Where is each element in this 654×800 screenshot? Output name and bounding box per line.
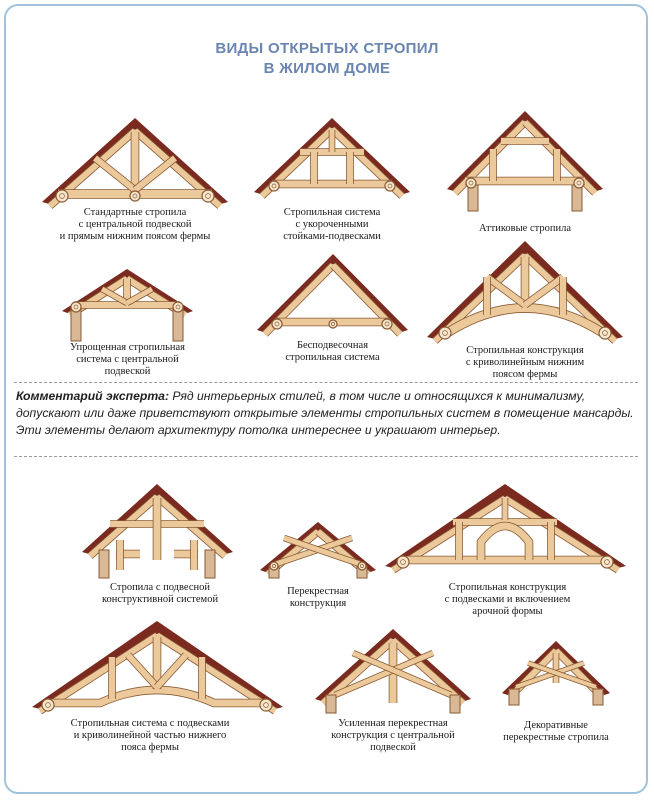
chang-curved-chord: [50, 686, 264, 707]
arch-log-right-ring: [604, 559, 610, 565]
curvedc-strut-left: [485, 274, 527, 308]
truss-decorative-cross: [502, 641, 610, 706]
page-title-line-1: ВИДЫ ОТКРЫТЫХ СТРОПИЛ: [215, 40, 439, 57]
truss-standard: [42, 118, 228, 209]
arch-log-left-ring: [400, 559, 406, 565]
rcross-wall-right: [449, 694, 461, 714]
truss-arched: [385, 484, 626, 574]
rcross-wall-left: [325, 694, 337, 714]
dcross-wall-left: [508, 688, 520, 706]
short-log-left-ring: [271, 183, 277, 189]
attic-log-right-ring: [576, 180, 582, 186]
curvedc-log-right: [598, 326, 612, 340]
expert-comment-label: Комментарий эксперта:: [16, 389, 169, 403]
nohang-log-right-ring: [384, 321, 390, 327]
simple-strut-right: [125, 286, 154, 306]
cross-log-left-ring: [272, 564, 276, 568]
chang-log-left: [41, 698, 55, 712]
simple-log-right: [172, 301, 184, 313]
arch-arc: [477, 522, 533, 560]
chang-log-right-ring: [263, 702, 269, 708]
chang-log-right: [259, 698, 273, 712]
simple-wall-right: [172, 308, 184, 342]
standard-strut-left: [93, 155, 137, 193]
standard-log-right: [201, 189, 215, 203]
truss-simplified: [62, 269, 193, 342]
susp-wall-left: [98, 549, 110, 579]
curvedc-log-left-ring: [442, 330, 448, 336]
nohang-log-right: [381, 318, 393, 330]
standard-strut-right: [133, 155, 177, 193]
short-log-right: [384, 180, 396, 192]
cross-log-right: [357, 561, 367, 571]
simple-log-left: [70, 301, 82, 313]
caption-attic: Аттиковые стропила: [479, 223, 571, 234]
truss-cross: [260, 522, 376, 579]
attic-wall-left: [467, 184, 479, 212]
rcross-brace-b: [352, 650, 452, 698]
nohang-log-center: [328, 319, 338, 329]
chang-rafter-right: [155, 632, 277, 714]
susp-wall-right: [204, 549, 216, 579]
standard-log-left-ring: [59, 193, 65, 199]
attic-log-left-ring: [468, 180, 474, 186]
comment-divider-bottom: [14, 456, 638, 457]
chang-log-left-ring: [45, 702, 51, 708]
truss-suspended: [82, 484, 233, 579]
truss-reinforced-cross: [315, 629, 471, 714]
chang-strut-left: [125, 652, 160, 690]
short-log-left: [268, 180, 280, 192]
nohang-log-left: [271, 318, 283, 330]
comment-divider-top: [14, 382, 638, 383]
curvedc-log-right-ring: [602, 330, 608, 336]
attic-wall-right: [571, 184, 583, 212]
standard-log-left: [55, 189, 69, 203]
nohang-log-left-ring: [274, 321, 280, 327]
expert-comment: Комментарий эксперта: Ряд интерьерных ст…: [16, 388, 636, 439]
truss-no-hanger: [257, 254, 408, 337]
simple-log-left-ring: [73, 304, 79, 310]
curvedc-log-left: [438, 326, 452, 340]
dcross-brace-a: [515, 661, 585, 689]
standard-log-right-ring: [205, 193, 211, 199]
expert-comment-text: Ряд интерьерных стилей, в том числе и от…: [16, 389, 634, 437]
truss-curved-hangers: [32, 621, 283, 715]
short-log-right-ring: [387, 183, 393, 189]
attic-log-left: [465, 177, 477, 189]
simple-strut-left: [100, 286, 129, 306]
chang-strut-right: [154, 652, 189, 690]
dcross-wall-right: [592, 688, 604, 706]
arch-log-right: [600, 555, 614, 569]
curvedc-arched-chord: [444, 304, 606, 337]
truss-attic: [447, 111, 603, 212]
cross-log-right-ring: [360, 564, 364, 568]
curvedc-strut-right: [523, 274, 565, 308]
standard-log-center: [129, 190, 141, 202]
arch-log-left: [396, 555, 410, 569]
dcross-brace-b: [527, 661, 597, 689]
nohang-log-center-ring: [331, 322, 335, 326]
simple-log-right-ring: [175, 304, 181, 310]
standard-log-center-ring: [132, 193, 138, 199]
simple-wall-left: [70, 308, 82, 342]
chang-rafter-left: [38, 632, 159, 714]
truss-curved-chord: [427, 241, 623, 344]
page-title-line-2: В ЖИЛОМ ДОМЕ: [263, 60, 391, 77]
truss-short-posts: [254, 118, 410, 199]
attic-log-right: [573, 177, 585, 189]
cross-log-left: [269, 561, 279, 571]
rcross-brace-a: [334, 650, 434, 698]
cross-brace-b: [283, 535, 361, 567]
